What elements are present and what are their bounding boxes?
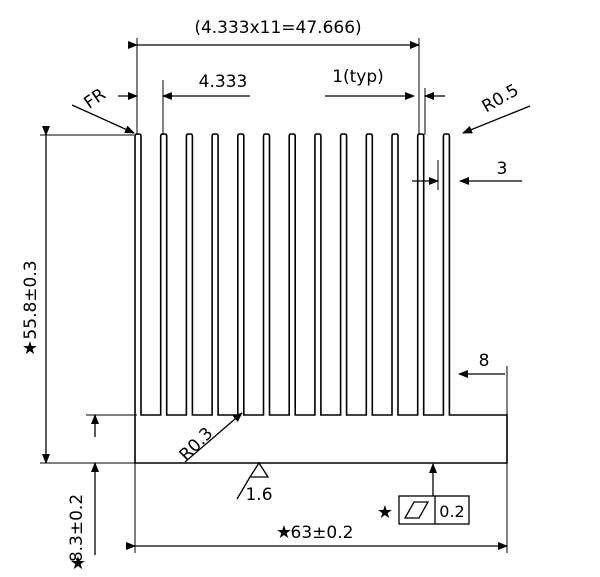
pitch-total-text: (4.333x11=47.666) (194, 18, 361, 38)
fin-thickness-dimension: 1(typ) (325, 67, 445, 135)
fr-leader: FR (71, 84, 135, 134)
heatsink-profile (134, 133, 508, 464)
width-star-icon: ★ (276, 522, 292, 543)
flatness-icon (403, 501, 430, 519)
fin-thickness-text: 1(typ) (332, 67, 384, 87)
root-radius-leader: R0.3 (176, 412, 243, 466)
base-height-star-icon: ★ (70, 553, 86, 572)
width-dimension: ★ 63±0.2 (126, 463, 508, 553)
end-gap-dimension: 3 (412, 159, 522, 190)
base-height-dimension: 8.3±0.2 ★ (67, 414, 137, 574)
flatness-star-icon: ★ (377, 502, 393, 523)
surface-finish-symbol: 1.6 (236, 461, 273, 505)
base-height-text: 8.3±0.2 (67, 494, 87, 562)
pitch-text: 4.333 (199, 72, 248, 92)
root-radius-text: R0.3 (176, 424, 218, 466)
flatness-frame: 0.2 ★ (377, 463, 470, 525)
fr-text: FR (81, 84, 110, 113)
flatness-value-text: 0.2 (439, 502, 464, 521)
pitch-dimension: 4.333 (118, 72, 250, 135)
end-offset-text: 8 (479, 351, 490, 371)
tip-radius-leader: R0.5 (462, 80, 531, 134)
height-star-icon: ★ (22, 338, 38, 359)
end-offset-dimension: 8 (458, 351, 508, 463)
width-text: 63±0.2 (291, 523, 354, 543)
pitch-total-dimension: (4.333x11=47.666) (128, 18, 420, 135)
surface-finish-text: 1.6 (245, 485, 272, 505)
height-text: 55.8±0.3 (21, 260, 41, 339)
end-gap-text: 3 (497, 159, 508, 179)
